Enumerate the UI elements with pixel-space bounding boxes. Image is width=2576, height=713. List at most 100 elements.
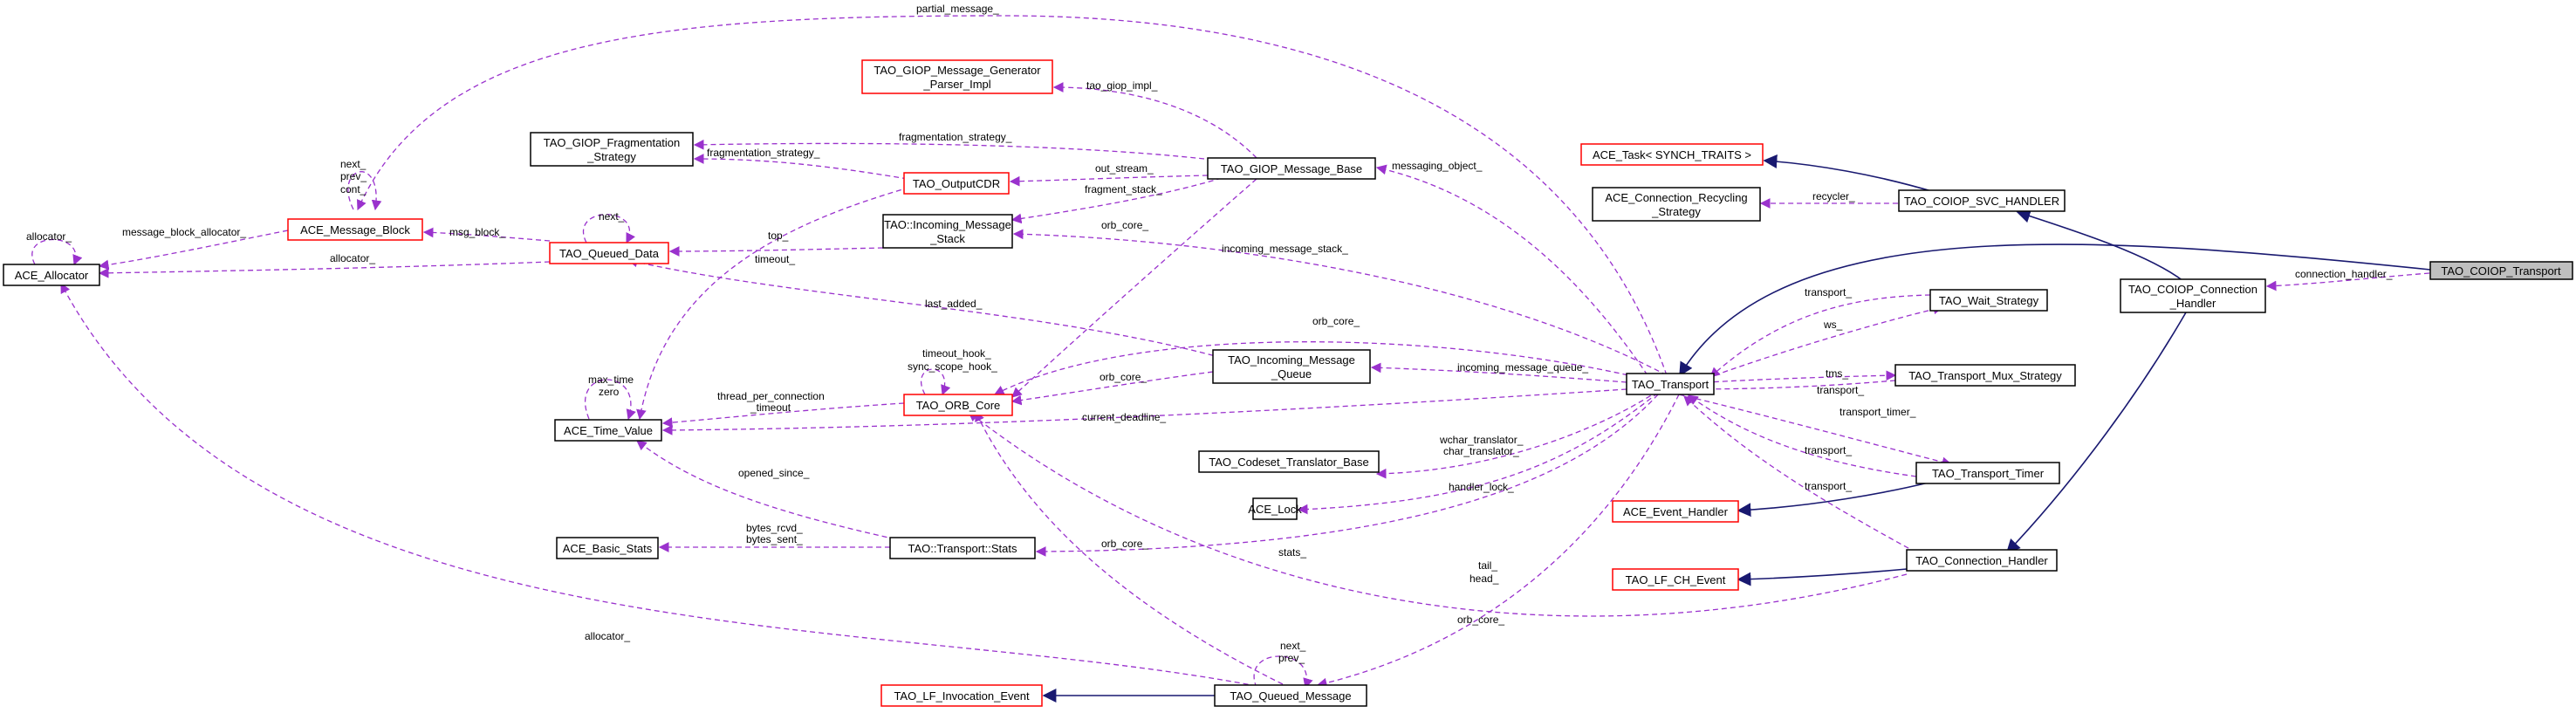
edge-fragmentation-strategy-cdr — [693, 154, 908, 180]
label-opened-since: opened_since_ — [738, 467, 810, 479]
label-partial-message: partial_message_ — [916, 3, 999, 15]
label-messaging-object: messaging_object_ — [1392, 160, 1483, 172]
node-tao-transport[interactable]: TAO_Transport — [1626, 373, 1715, 395]
node-ace-message-block[interactable]: ACE_Message_Block — [287, 218, 423, 241]
label-incoming-message-queue: incoming_message_queue_ — [1457, 361, 1588, 374]
label-msg-block: msg_block_ — [449, 226, 505, 238]
node-tao-queued-message[interactable]: TAO_Queued_Message — [1214, 684, 1367, 707]
node-ace-task[interactable]: ACE_Task< SYNCH_TRAITS > — [1580, 143, 1764, 166]
node-tao-outputcdr[interactable]: TAO_OutputCDR — [903, 172, 1010, 195]
node-ace-basic-stats[interactable]: ACE_Basic_Stats — [556, 537, 659, 559]
edge-connection-handler-to-lf-ch-event — [1737, 568, 1908, 586]
node-ace-time-value[interactable]: ACE_Time_Value — [554, 419, 662, 442]
edge-svc-handler-to-ace-task — [1763, 154, 1938, 194]
label-orb-core-stats: orb_core_ — [1101, 538, 1148, 550]
node-tao-lf-invocation-event[interactable]: TAO_LF_Invocation_Event — [880, 684, 1043, 707]
node-tao-transport-stats[interactable]: TAO::Transport::Stats — [889, 537, 1036, 559]
edge-incoming-message-stack — [1012, 229, 1668, 376]
node-tao-wait-strategy[interactable]: TAO_Wait_Strategy — [1929, 289, 2048, 312]
edge-stats — [1035, 394, 1659, 557]
label-incoming-message-stack: incoming_message_stack_ — [1222, 243, 1348, 255]
node-tao-giop-message-generator-parser-impl[interactable]: TAO_GIOP_Message_Generator _Parser_Impl — [861, 59, 1053, 94]
node-ace-connection-recycling-strategy[interactable]: ACE_Connection_Recycling _Strategy — [1592, 187, 1761, 222]
node-label: ACE_Task< SYNCH_TRAITS > — [1593, 148, 1751, 161]
edge-next-prev-cont — [347, 171, 382, 211]
node-label: TAO_LF_Invocation_Event — [894, 689, 1030, 703]
node-tao-codeset-translator-base[interactable]: TAO_Codeset_Translator_Base — [1198, 450, 1380, 473]
edge-out-stream — [1009, 175, 1209, 187]
node-label: TAO_GIOP_Message_Base — [1221, 162, 1362, 175]
label-transport-wait: transport_ — [1805, 286, 1852, 298]
edge-tail-head — [1316, 394, 1680, 689]
edge-last-added — [627, 257, 1223, 359]
node-tao-coiop-svc-handler[interactable]: TAO_COIOP_SVC_HANDLER — [1898, 189, 2066, 212]
edge-timer-to-event-handler — [1737, 482, 1929, 518]
edges — [31, 15, 2431, 703]
label-orb-core-transport: orb_core_ — [1312, 315, 1360, 327]
node-tao-queued-data[interactable]: TAO_Queued_Data — [549, 242, 669, 264]
edge-orb-core-stack — [1011, 178, 1257, 398]
node-tao-orb-core[interactable]: TAO_ORB_Core — [903, 394, 1013, 416]
edge-message-block-allocator — [98, 230, 289, 271]
node-label: TAO_COIOP_SVC_HANDLER — [1904, 195, 2059, 208]
node-tao-lf-ch-event[interactable]: TAO_LF_CH_Event — [1612, 568, 1739, 591]
label-max-time-zero-0: max_time — [588, 374, 634, 386]
label-message-block-allocator: message_block_allocator_ — [122, 226, 246, 238]
node-tao-giop-message-base[interactable]: TAO_GIOP_Message_Base — [1207, 157, 1376, 180]
edge-msg-block — [422, 227, 551, 242]
node-label: ACE_Basic_Stats — [563, 542, 653, 555]
label-next-prev-cont-0: next_ — [340, 158, 367, 170]
edge-orb-core-queue — [1011, 371, 1214, 406]
label-orb-core-stack: orb_core_ — [1101, 219, 1148, 231]
node-label: ACE_Allocator — [15, 269, 89, 282]
edge-transport-mux — [1679, 380, 1896, 394]
edge-transport-timer — [1678, 394, 1953, 468]
node-label: TAO_ORB_Core — [916, 399, 1001, 412]
node-tao-giop-fragmentation-strategy[interactable]: TAO_GIOP_Fragmentation _Strategy — [530, 132, 694, 167]
node-label-line-1: TAO::Incoming_Message — [884, 218, 1011, 231]
node-tao-coiop-connection-handler[interactable]: TAO_COIOP_Connection _Handler — [2120, 278, 2266, 313]
node-ace-lock[interactable]: ACE_Lock — [1248, 497, 1302, 520]
edge-transport-from-handler — [1683, 395, 1917, 553]
edge-transport-wait — [1709, 294, 1931, 378]
label-allocator-self: allocator_ — [26, 230, 72, 243]
edge-fragment-stack — [1011, 177, 1223, 224]
label-bytes-rcvd-sent-0: bytes_rcvd_ — [746, 522, 803, 534]
label-bytes-rcvd-sent-1: bytes_sent_ — [746, 533, 803, 545]
label-recycler: recycler_ — [1812, 190, 1855, 202]
node-label: TAO_OutputCDR — [913, 177, 1000, 190]
label-current-deadline: current_deadline_ — [1082, 411, 1166, 423]
edge-allocator-queued — [60, 282, 1266, 689]
node-ace-allocator[interactable]: ACE_Allocator — [3, 264, 100, 286]
label-transport-timer: transport_timer_ — [1840, 406, 1916, 418]
edge-max-time-zero — [584, 379, 636, 421]
edge-tms — [1678, 370, 1897, 385]
node-tao-transport-mux-strategy[interactable]: TAO_Transport_Mux_Strategy — [1894, 364, 2076, 387]
node-tao-coiop-transport[interactable]: TAO_COIOP_Transport — [2429, 261, 2573, 280]
node-label: ACE_Lock — [1248, 503, 1302, 516]
node-label: TAO_Transport_Timer — [1932, 467, 2045, 480]
edge-handler-lock — [1297, 392, 1659, 515]
node-tao-incoming-message-stack[interactable]: TAO::Incoming_Message _Stack — [882, 214, 1013, 249]
node-label-line-2: _Strategy — [586, 150, 636, 163]
node-tao-incoming-message-queue[interactable]: TAO_Incoming_Message _Queue — [1212, 349, 1371, 384]
label-last-added: last_added_ — [925, 298, 983, 310]
label-tao-giop-impl: tao_giop_impl_ — [1086, 79, 1158, 92]
label-stats: stats_ — [1278, 546, 1306, 559]
label-thread-per-connection-1: _timeout — [750, 401, 791, 414]
node-tao-connection-handler[interactable]: TAO_Connection_Handler — [1906, 549, 2058, 572]
edge-transport-from-timer — [1688, 394, 1917, 477]
label-thread-per-connection-0: thread_per_connection — [717, 390, 825, 402]
node-label: TAO_Transport_Mux_Strategy — [1908, 369, 2062, 382]
edge-wchar-translator — [1375, 390, 1659, 479]
label-orb-core-queue: orb_core_ — [1100, 371, 1147, 383]
node-label: TAO_Queued_Data — [559, 247, 660, 260]
edge-top — [668, 246, 884, 257]
edge-incoming-message-queue — [1370, 362, 1627, 383]
node-tao-transport-timer[interactable]: TAO_Transport_Timer — [1915, 462, 2060, 484]
node-ace-event-handler[interactable]: ACE_Event_Handler — [1612, 500, 1739, 523]
label-orb-core-handler: orb_core_ — [1457, 614, 1504, 626]
node-label: TAO_Transport — [1632, 378, 1709, 391]
label-timeout-hook-1: sync_scope_hook_ — [908, 360, 997, 373]
